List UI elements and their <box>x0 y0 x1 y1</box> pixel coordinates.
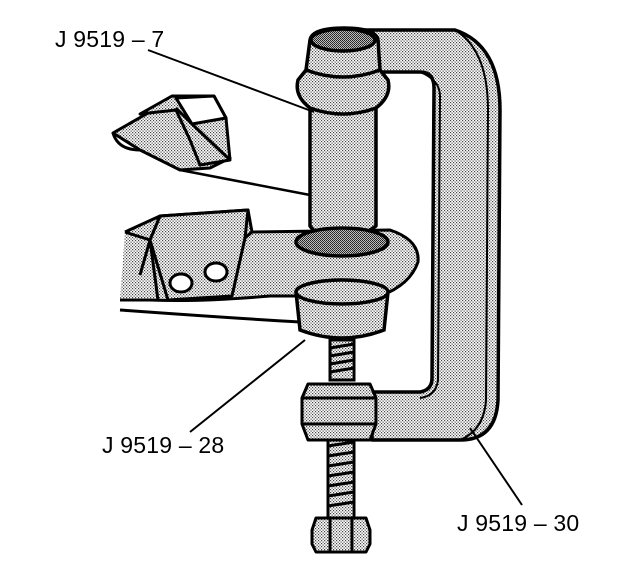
linkage-line <box>179 168 311 197</box>
screw-hex-head <box>310 516 372 554</box>
callout-j9519-7: J 9519 – 7 <box>55 26 165 52</box>
c-clamp-frame <box>358 28 502 442</box>
adapter-cup-upper <box>295 26 391 240</box>
hex-nut-lower <box>300 382 378 442</box>
leader-lines <box>147 49 523 506</box>
upper-stud-block <box>111 94 232 172</box>
leader-j9519-28 <box>189 339 306 433</box>
leader-j9519-7 <box>147 49 315 113</box>
callout-j9519-28: J 9519 – 28 <box>102 432 225 458</box>
leader-j9519-30 <box>469 427 523 506</box>
callout-j9519-30: J 9519 – 30 <box>457 510 580 536</box>
ball-joint-housing <box>294 226 390 340</box>
